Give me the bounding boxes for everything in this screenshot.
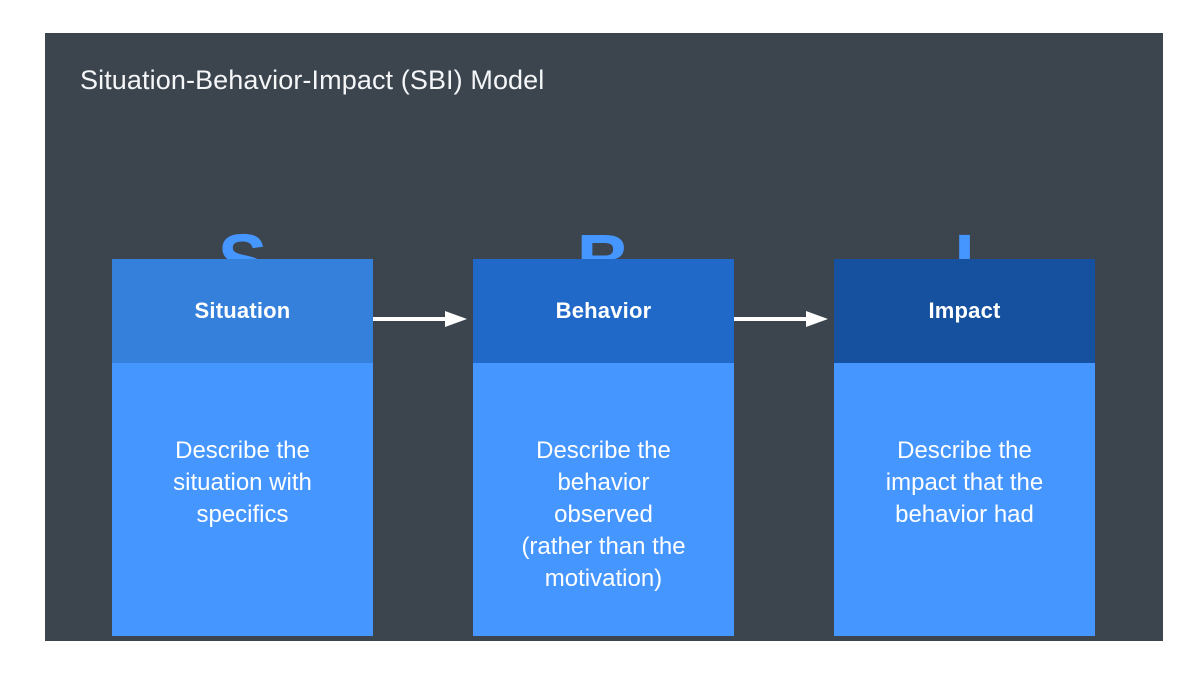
card-header-label: Situation — [194, 298, 291, 323]
card-header-situation: Situation — [112, 259, 373, 363]
arrow-line — [373, 317, 449, 321]
card-body-text: Describe the impact that the behavior ha… — [885, 437, 1044, 528]
arrow-head-icon — [445, 311, 467, 327]
card-impact[interactable]: Impact Describe the impact that the beha… — [834, 259, 1095, 636]
card-behavior[interactable]: Behavior Describe the behavior observed … — [473, 259, 734, 636]
card-header-label: Impact — [928, 298, 1001, 323]
card-header-behavior: Behavior — [473, 259, 734, 363]
arrow-head-icon — [806, 311, 828, 327]
card-header-impact: Impact — [834, 259, 1095, 363]
slide-canvas: Situation-Behavior-Impact (SBI) Model S … — [45, 33, 1163, 641]
card-body-behavior: Describe the behavior observed (rather t… — [473, 363, 734, 636]
page-title: Situation-Behavior-Impact (SBI) Model — [80, 65, 545, 95]
arrow-situation-to-behavior — [373, 311, 473, 327]
card-situation[interactable]: Situation Describe the situation with sp… — [112, 259, 373, 636]
arrow-behavior-to-impact — [734, 311, 834, 327]
card-header-label: Behavior — [555, 298, 652, 323]
card-body-impact: Describe the impact that the behavior ha… — [834, 363, 1095, 636]
card-body-text: Describe the situation with specifics — [173, 437, 312, 528]
arrow-line — [734, 317, 810, 321]
card-body-situation: Describe the situation with specifics — [112, 363, 373, 636]
card-body-text: Describe the behavior observed (rather t… — [521, 437, 686, 592]
